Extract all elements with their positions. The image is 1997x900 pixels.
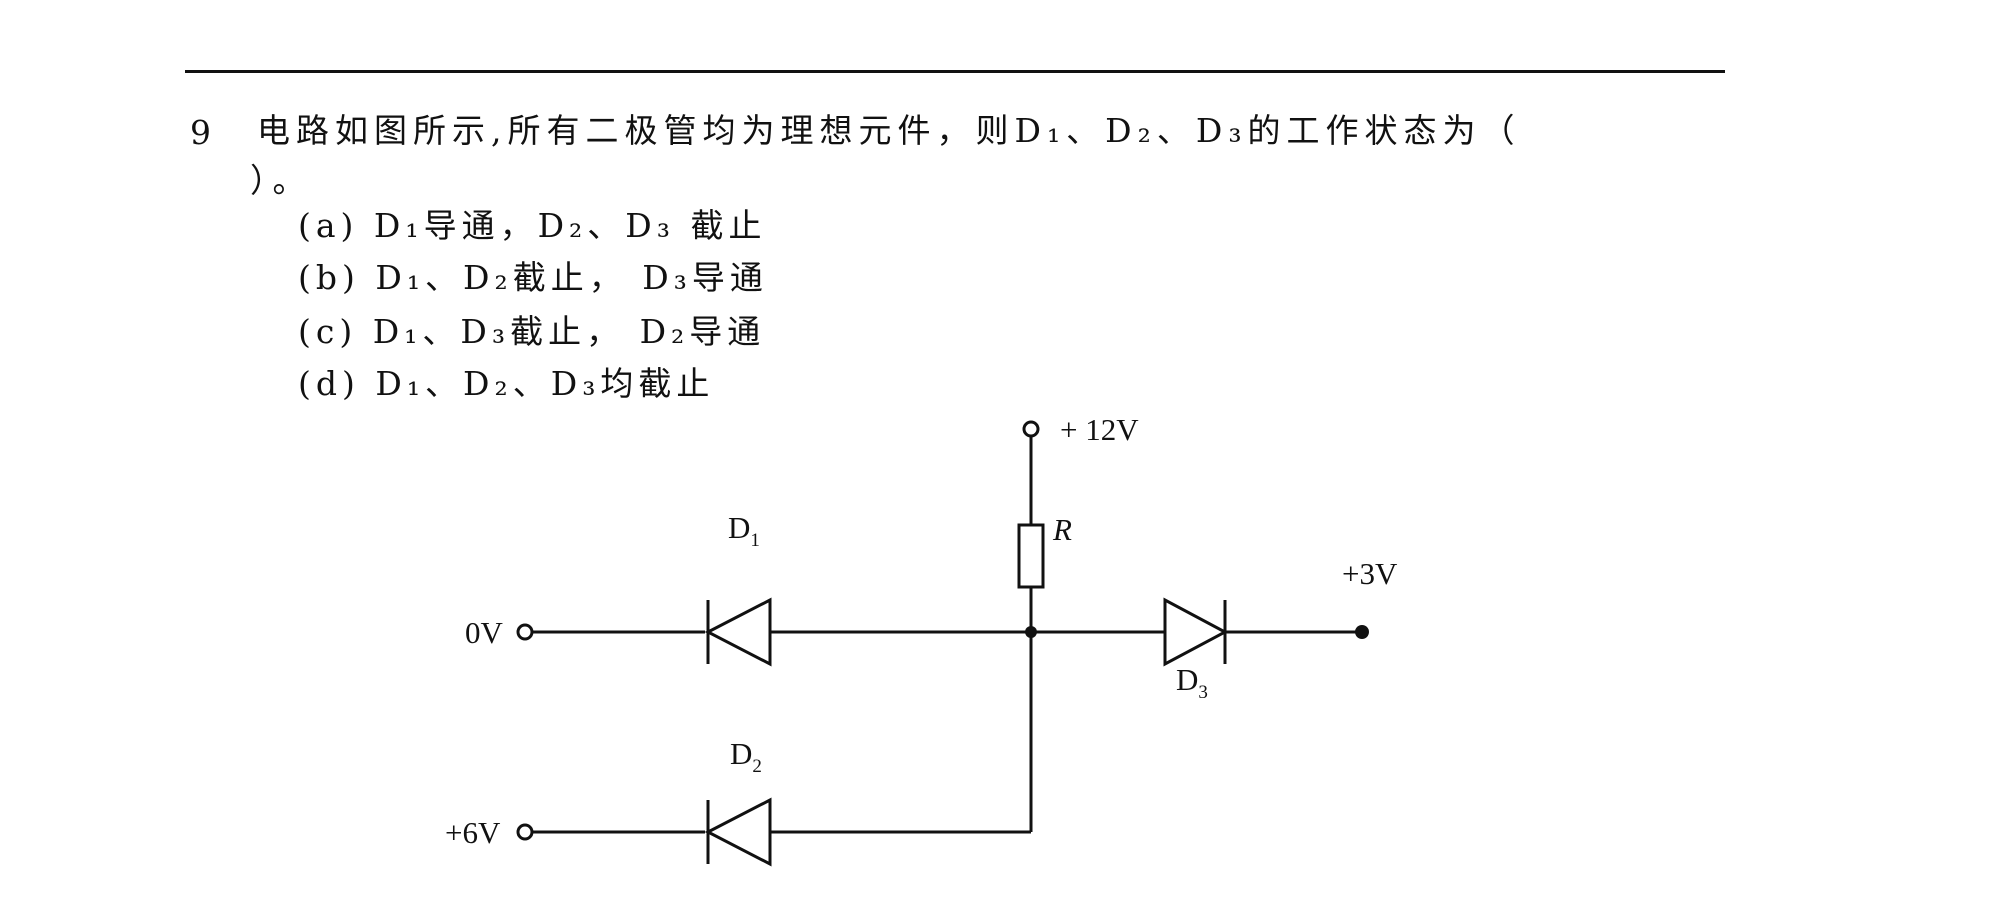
diode-d1-label: D1 bbox=[728, 510, 760, 551]
diode-d3-label: D3 bbox=[1176, 662, 1208, 703]
input-0v-label: 0V bbox=[465, 615, 504, 650]
top-rule bbox=[185, 70, 1725, 73]
junction-dot bbox=[1025, 626, 1037, 638]
question-number: 9 bbox=[190, 113, 211, 152]
diode-d2-label: D2 bbox=[730, 736, 762, 777]
question-stem: 电路如图所示,所有二极管均为理想元件，则D₁、D₂、D₃的工作状态为（ bbox=[257, 111, 1521, 150]
question-stem-end: ）。 bbox=[250, 161, 312, 200]
diode-d2-symbol bbox=[704, 797, 772, 867]
output-terminal bbox=[1355, 625, 1369, 639]
option-d[interactable]: (d) D₁、D₂、D₃均截止 bbox=[298, 364, 715, 403]
input-terminal-6v bbox=[516, 823, 534, 841]
resistor-label: R bbox=[1052, 512, 1072, 547]
output-label: +3V bbox=[1342, 556, 1398, 591]
input-6v-label: +6V bbox=[445, 815, 501, 850]
option-c[interactable]: (c) D₁、D₃截止， D₂导通 bbox=[298, 312, 766, 351]
diode-d3-symbol bbox=[1163, 597, 1229, 667]
option-a[interactable]: (a) D₁导通，D₂、D₃ 截止 bbox=[298, 206, 767, 245]
diode-d1-symbol bbox=[704, 597, 772, 667]
option-b[interactable]: (b) D₁、D₂截止， D₃导通 bbox=[298, 258, 768, 297]
resistor-r bbox=[1017, 523, 1045, 589]
supply-terminal bbox=[1022, 420, 1040, 438]
input-terminal-0v bbox=[516, 623, 534, 641]
supply-label: + 12V bbox=[1060, 412, 1139, 447]
